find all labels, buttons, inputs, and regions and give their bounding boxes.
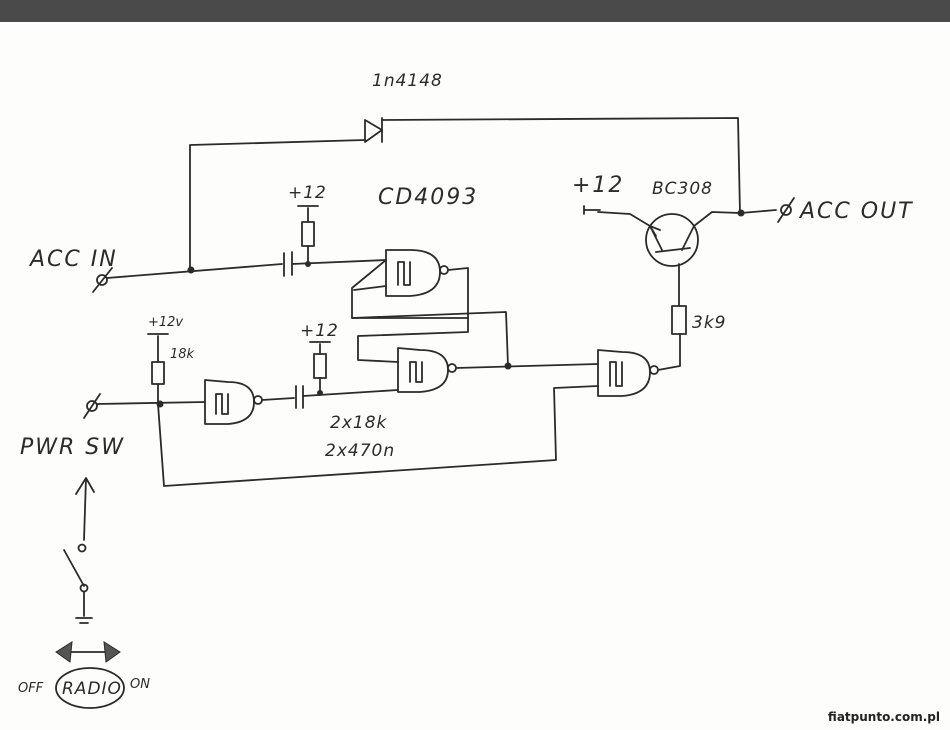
nand-gate-3 bbox=[204, 379, 263, 425]
capacitor-2 bbox=[261, 385, 399, 409]
acc-in-label: ACC IN bbox=[28, 247, 118, 272]
r3k9-label: 3k9 bbox=[692, 313, 726, 333]
plus12-mid-label: +12 bbox=[300, 321, 339, 341]
junction-c2 bbox=[317, 390, 323, 396]
junction-c1 bbox=[305, 261, 311, 267]
junction-gate2-out bbox=[504, 362, 512, 370]
acc-out-label: ACC OUT bbox=[798, 199, 914, 224]
resistor-top bbox=[297, 205, 319, 263]
r18k-label: 18k bbox=[170, 347, 195, 362]
nand-gate-1 bbox=[351, 249, 469, 363]
off-label: OFF bbox=[18, 681, 44, 696]
resistor-18k bbox=[147, 333, 169, 405]
switch-icon bbox=[63, 543, 93, 624]
parts-label-2: 2x470n bbox=[325, 441, 395, 461]
acc-out-wire bbox=[740, 209, 777, 214]
diode-label: 1n4148 bbox=[372, 71, 443, 91]
ic-label: CD4093 bbox=[378, 185, 478, 210]
bottom-loop-wire bbox=[157, 385, 599, 487]
parts-label-1: 2x18k bbox=[330, 413, 388, 433]
plus12-transistor bbox=[583, 205, 601, 215]
acc-in-terminal bbox=[92, 267, 113, 293]
plus12-top-label: +12 bbox=[288, 183, 327, 203]
watermark: fiatpunto.com.pl bbox=[827, 710, 940, 724]
resistor-3k9 bbox=[671, 263, 687, 335]
radio-ellipse bbox=[55, 667, 125, 709]
on-label: ON bbox=[130, 677, 150, 692]
transistor-bc308 bbox=[597, 211, 741, 267]
nand-gate-2 bbox=[351, 311, 599, 393]
diode-path bbox=[189, 117, 741, 269]
resistor-mid bbox=[309, 341, 331, 393]
pwr-sw-terminal bbox=[83, 393, 101, 419]
diode-1n4148 bbox=[364, 117, 383, 143]
radio-label: RADIO bbox=[62, 679, 122, 699]
junction-acc-in bbox=[187, 266, 195, 274]
plus12v-label: +12v bbox=[148, 315, 183, 330]
transistor-label: BC308 bbox=[652, 179, 713, 199]
up-arrow-icon bbox=[75, 477, 95, 541]
acc-out-terminal bbox=[777, 197, 795, 223]
plus12-right-label: +12 bbox=[572, 173, 624, 198]
top-border bbox=[0, 0, 950, 22]
acc-in-wire bbox=[106, 263, 283, 279]
double-arrow-icon bbox=[55, 641, 121, 663]
pwr-sw-wire bbox=[96, 401, 206, 405]
nand-gate-4 bbox=[597, 333, 681, 397]
pwr-sw-label: PWR SW bbox=[20, 435, 125, 460]
